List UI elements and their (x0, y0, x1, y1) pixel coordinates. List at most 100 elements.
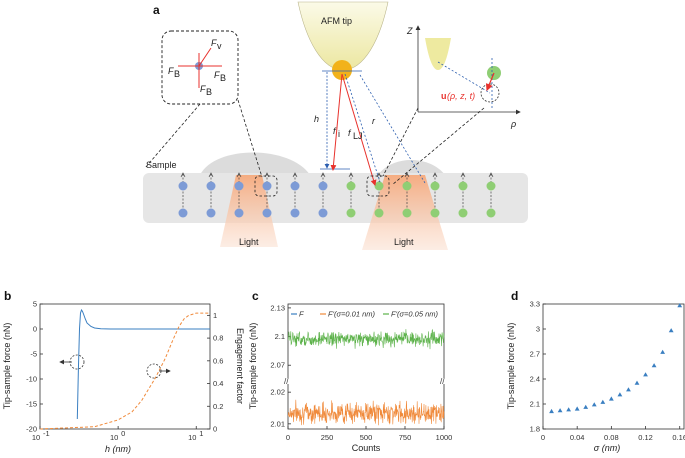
molecule-arrow-up (488, 172, 494, 178)
d-point (651, 363, 657, 368)
fb-bottom-sub: B (206, 87, 212, 97)
d-point (549, 408, 554, 414)
d-ytick-label: 2.7 (530, 350, 540, 359)
molecule-arrow-up (404, 172, 410, 178)
b-y2tick-label: 0.4 (213, 379, 223, 388)
c-axis-break-left-mark: // (284, 377, 289, 386)
z-axis-label: Z (406, 26, 413, 36)
d-point (660, 349, 666, 354)
fb-bottom-label: F (200, 84, 206, 94)
c-ytick-label: 2.1 (275, 332, 285, 341)
d-point (634, 380, 640, 385)
d-point (608, 396, 614, 401)
force-fv-line (198, 47, 212, 67)
molecule-arrow-up (460, 172, 466, 178)
molecule-arrow-up (208, 172, 214, 178)
molecule-lower (374, 208, 384, 218)
coord-inset-pointer-a (382, 107, 419, 177)
sample-bump-right (378, 160, 445, 175)
molecule-upper (234, 181, 244, 191)
light-beam-left (220, 175, 278, 247)
c-xtick-label: 500 (360, 433, 373, 442)
flj-label: f (348, 128, 352, 138)
u-label: u (441, 91, 447, 101)
b-ytick-label: 0 (33, 325, 37, 334)
b-xtick-exp: -1 (43, 429, 50, 438)
d-point (600, 399, 606, 404)
fi-label: f (333, 126, 337, 136)
tip-to-right-line (359, 74, 426, 184)
c-ytick-label: 2.13 (270, 303, 285, 312)
d-point (668, 328, 674, 333)
b-xtick-label: 10 (32, 433, 40, 442)
b-y2tick-label: 0 (213, 425, 217, 434)
sample-layer (143, 173, 528, 223)
d-ytick-label: 2.4 (530, 375, 540, 384)
u-vector-arrow (485, 72, 495, 92)
fb-left-label: F (168, 66, 174, 76)
c-axis-break-left (283, 378, 293, 384)
d-ytick-label: 2.1 (530, 400, 540, 409)
panel-d-points (549, 303, 683, 414)
fb-left-sub: B (174, 69, 180, 79)
c-xtick-label: 1000 (436, 433, 453, 442)
molecule-upper (178, 181, 188, 191)
b-y2tick-label: 0.6 (213, 356, 223, 365)
b-series-line-1 (76, 308, 210, 420)
d-ytick-label: 1.8 (530, 425, 540, 434)
c-xtick-label: 250 (321, 433, 334, 442)
molecule-upper (290, 181, 300, 191)
d-point (566, 407, 572, 412)
c-ylabel: Tip-sample force (nN) (248, 323, 258, 410)
c-series-line-2 (287, 399, 445, 426)
molecule-lower (290, 208, 300, 218)
panel-a-label: a (153, 3, 160, 17)
c-ytick-label: 2.02 (270, 388, 285, 397)
molecule-lower (318, 208, 328, 218)
molecule-arrow-up (348, 172, 354, 178)
b-ytick-label: -15 (26, 400, 37, 409)
d-point (591, 402, 597, 407)
c-axis-break-right (439, 378, 449, 384)
d-point (583, 404, 589, 409)
molecule-upper (402, 181, 412, 191)
fi-arrow (330, 73, 343, 171)
molecule-grid (178, 172, 496, 218)
c-xtick-label: 0 (286, 433, 290, 442)
c-legend-label: F'(σ=0.05 nm) (391, 310, 439, 319)
d-xtick-label: 0.12 (638, 433, 653, 442)
molecule-arrow-up (180, 172, 186, 178)
panel-d-frame (542, 303, 685, 430)
molecule-lower (402, 208, 412, 218)
d-point (557, 408, 563, 413)
afm-tip-label: AFM tip (321, 16, 352, 26)
molecule-arrow-up (320, 172, 326, 178)
d-xtick-label: 0.04 (570, 433, 585, 442)
force-inset-target (254, 175, 278, 197)
d-point (617, 392, 623, 397)
flj-arrow (341, 73, 377, 186)
molecule-lower (430, 208, 440, 218)
molecule-lower (206, 208, 216, 218)
molecule-upper (430, 181, 440, 191)
molecule-lower (458, 208, 468, 218)
b-ytick-label: -5 (30, 350, 37, 359)
tip-bead (332, 60, 352, 80)
c-ytick-label: 2.07 (270, 361, 285, 370)
r-line (344, 73, 381, 183)
force-inset-pointer-b (237, 99, 263, 178)
b-ytick-label: -20 (26, 425, 37, 434)
b-y2tick-label: 1 (213, 311, 217, 320)
h-label: h (314, 114, 319, 124)
b-left-axis-marker (69, 354, 85, 370)
molecule-arrow-up (236, 172, 242, 178)
panel-b-label: b (4, 289, 11, 303)
flj-sub: LJ (353, 131, 363, 141)
b-y2label: Engagement factor (235, 328, 245, 404)
